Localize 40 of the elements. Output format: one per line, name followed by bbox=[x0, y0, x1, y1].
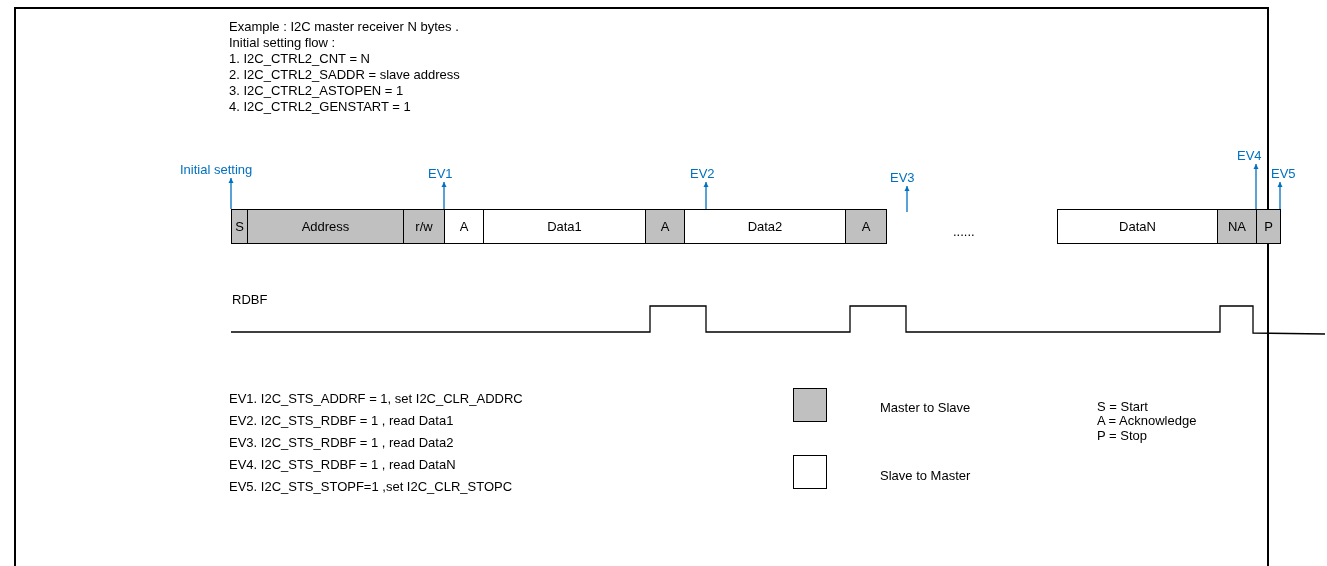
legend-text: Master to Slave bbox=[880, 400, 971, 415]
event-description: EV1. I2C_STS_ADDRF = 1, set I2C_CLR_ADDRC bbox=[229, 391, 523, 406]
arrow bbox=[904, 185, 910, 213]
frame-field: Data1 bbox=[483, 209, 646, 244]
frame-field: Address bbox=[247, 209, 404, 244]
note-text: Initial setting flow : bbox=[229, 35, 336, 50]
frame-field: Data2 bbox=[684, 209, 846, 244]
frame-field: P bbox=[1256, 209, 1281, 244]
frame-field: A bbox=[645, 209, 685, 244]
note-text: 3. I2C_CTRL2_ASTOPEN = 1 bbox=[229, 83, 404, 98]
frame-field: A bbox=[444, 209, 484, 244]
arrow bbox=[441, 181, 447, 210]
event-description: EV2. I2C_STS_RDBF = 1 , read Data1 bbox=[229, 413, 454, 428]
frame-field: r/w bbox=[403, 209, 445, 244]
note-text: 2. I2C_CTRL2_SADDR = slave address bbox=[229, 67, 460, 82]
event-label: EV2 bbox=[690, 166, 715, 181]
frame-field: DataN bbox=[1057, 209, 1218, 244]
frame-field: NA bbox=[1217, 209, 1257, 244]
arrow bbox=[1253, 163, 1259, 210]
note-text: 4. I2C_CTRL2_GENSTART = 1 bbox=[229, 99, 411, 114]
ellipsis-text: ...... bbox=[953, 224, 975, 239]
event-label: EV3 bbox=[890, 170, 915, 185]
heading-text: Example : I2C master receiver N bytes . bbox=[229, 19, 459, 34]
event-label: EV5 bbox=[1271, 166, 1296, 181]
event-label: EV4 bbox=[1237, 148, 1262, 163]
event-label: EV1 bbox=[428, 166, 453, 181]
event-description: EV3. I2C_STS_RDBF = 1 , read Data2 bbox=[229, 435, 454, 450]
note-text: 1. I2C_CTRL2_CNT = N bbox=[229, 51, 370, 66]
abbreviation-note: S = Start bbox=[1097, 399, 1148, 414]
arrow bbox=[703, 181, 709, 210]
abbreviation-note: A = Acknowledge bbox=[1097, 413, 1197, 428]
event-label: Initial setting bbox=[180, 162, 253, 177]
signal-name: RDBF bbox=[232, 292, 268, 307]
abbreviation-note: P = Stop bbox=[1097, 428, 1147, 443]
arrow bbox=[1277, 181, 1283, 210]
arrow bbox=[228, 177, 234, 210]
event-description: EV4. I2C_STS_RDBF = 1 , read DataN bbox=[229, 457, 456, 472]
frame-field: A bbox=[845, 209, 887, 244]
event-description: EV5. I2C_STS_STOPF=1 ,set I2C_CLR_STOPC bbox=[229, 479, 513, 494]
legend-text: Slave to Master bbox=[880, 468, 971, 483]
